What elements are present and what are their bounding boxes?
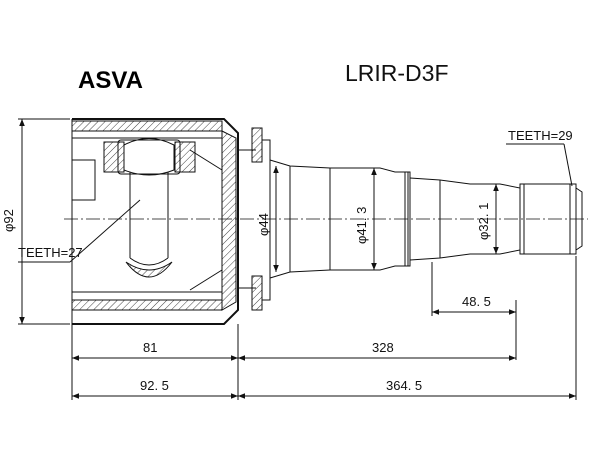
brand-title: ASVA [78, 67, 143, 94]
flange [238, 127, 271, 311]
joint-housing [71, 118, 239, 325]
part-number: LRIR-D3F [345, 60, 449, 86]
dia-41-3-label: φ41. 3 [354, 207, 369, 244]
len-364-5-label: 364. 5 [386, 378, 422, 393]
teeth-inner-label: TEETH=27 [18, 245, 83, 260]
len-81-label: 81 [143, 340, 157, 355]
length-dimensions [72, 309, 576, 399]
dia-32-1-label: φ32. 1 [476, 203, 491, 240]
dia-44-label: φ44 [256, 213, 271, 236]
tripod-roller [103, 138, 196, 278]
diameter-dimensions [18, 118, 499, 325]
extension-lines [71, 256, 577, 400]
teeth-leaders [18, 143, 573, 263]
len-48-5-label: 48. 5 [462, 294, 491, 309]
len-92-5-label: 92. 5 [140, 378, 169, 393]
drive-shaft [269, 159, 583, 279]
teeth-outer-label: TEETH=29 [508, 128, 573, 143]
len-328-label: 328 [372, 340, 394, 355]
dia-92-label: φ92 [1, 209, 16, 232]
